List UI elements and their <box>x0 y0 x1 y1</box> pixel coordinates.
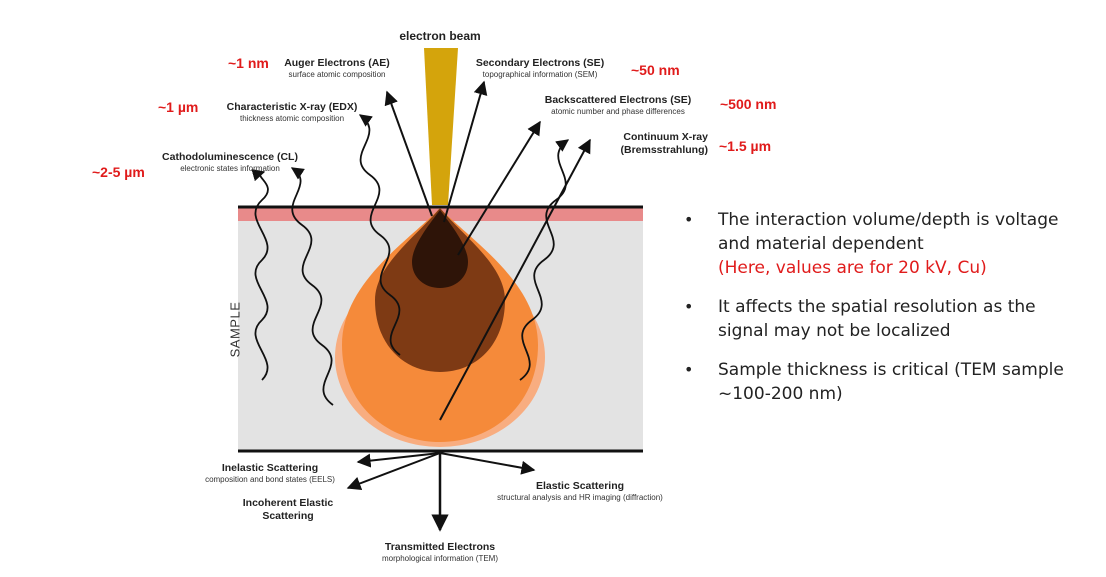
elastic-arrow <box>439 452 536 475</box>
xray-wave-arrow <box>358 114 401 356</box>
cathodo-wave-arrow <box>290 167 334 406</box>
sample-label: SAMPLE <box>227 301 243 358</box>
notes-list: The interaction volume/depth is voltage … <box>682 208 1082 421</box>
backscattered-depth: ~500 nm <box>720 96 777 112</box>
incoherent-label: Incoherent Elastic Scattering <box>242 497 334 522</box>
auger-depth: ~1 nm <box>228 55 269 71</box>
secondary-arrow <box>443 80 488 223</box>
bullet-text: Sample thickness is critical (TEM sample… <box>718 360 1064 404</box>
cathodo-depth: ~2-5 µm <box>92 164 145 180</box>
secondary-label: Secondary Electrons (SE) topographical i… <box>475 57 605 79</box>
inelastic-arrow <box>356 452 441 468</box>
continuum-label: Continuum X-ray (Bremsstrahlung) <box>620 131 708 156</box>
interaction-volume-core <box>412 210 468 288</box>
bullet-interaction-volume: The interaction volume/depth is voltage … <box>682 208 1082 280</box>
secondary-depth: ~50 nm <box>631 62 680 78</box>
electron-beam-label: electron beam <box>399 29 481 43</box>
continuum-depth: ~1.5 µm <box>719 138 772 154</box>
bullet-sample-thickness: Sample thickness is critical (TEM sample… <box>682 358 1082 406</box>
bullet-spatial-resolution: It affects the spatial resolution as the… <box>682 295 1082 343</box>
interaction-volume-inner <box>375 208 505 372</box>
xray-depth: ~1 µm <box>158 99 199 115</box>
backscattered-label: Backscattered Electrons (SE) atomic numb… <box>544 94 692 116</box>
auger-label: Auger Electrons (AE) surface atomic comp… <box>284 57 390 79</box>
backscattered-arrow <box>457 120 541 256</box>
incoherent-arrow <box>346 452 441 491</box>
bullet-note: (Here, values are for 20 kV, Cu) <box>718 258 987 278</box>
electron-beam <box>424 48 458 205</box>
elastic-label: Elastic Scattering structural analysis a… <box>497 480 663 502</box>
cathodo-label: Cathodoluminescence (CL) electronic stat… <box>162 151 298 173</box>
bullet-text: The interaction volume/depth is voltage … <box>718 210 1059 254</box>
continuum-wave-arrow <box>519 139 570 381</box>
bullet-text: It affects the spatial resolution as the… <box>718 297 1036 341</box>
inelastic-label: Inelastic Scattering composition and bon… <box>205 462 335 484</box>
xray-label: Characteristic X-ray (EDX) thickness ato… <box>226 101 358 123</box>
transmitted-label: Transmitted Electrons morphological info… <box>381 541 499 563</box>
auger-arrow <box>384 90 433 217</box>
bremsstrahlung-wave-arrow <box>251 169 269 381</box>
